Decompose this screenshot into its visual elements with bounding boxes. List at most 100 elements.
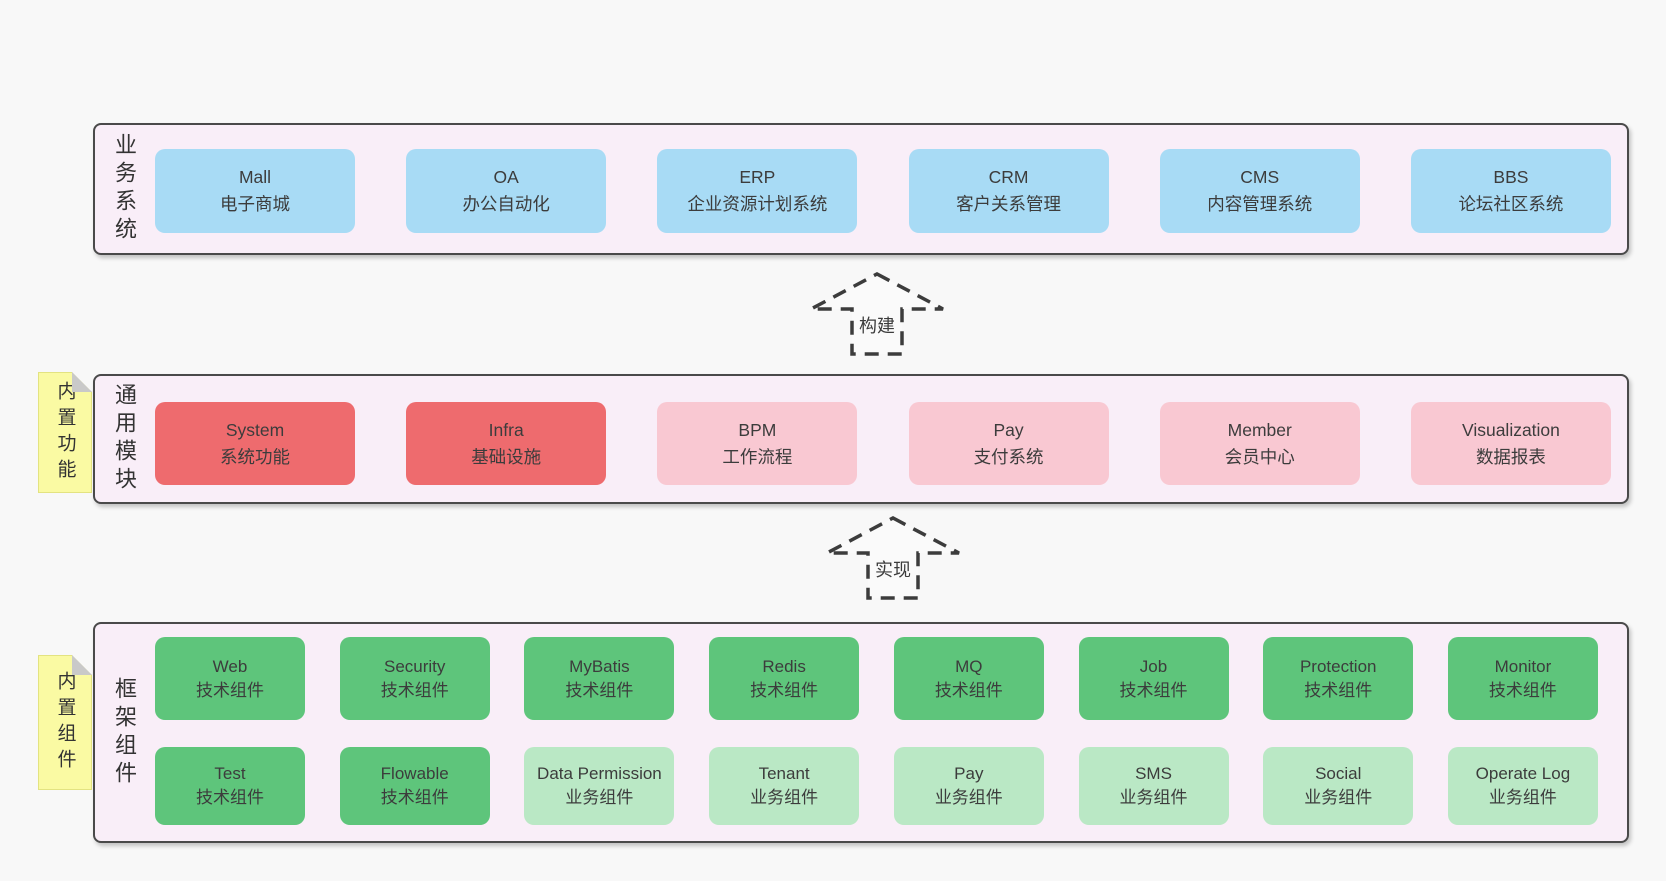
box-title: Monitor xyxy=(1494,656,1552,676)
box-subtitle: 业务组件 xyxy=(565,788,634,807)
box-subtitle: 技术组件 xyxy=(196,680,264,700)
box-data-permission: Data Permission 业务组件 xyxy=(524,747,675,825)
box-title: OA xyxy=(493,167,519,187)
box-member: Member 会员中心 xyxy=(1159,402,1360,485)
box-job: Job 技术组件 xyxy=(1078,637,1229,720)
components-box-row-2: Test 技术组件 Flowable 技术组件 Data Permission … xyxy=(155,747,1598,825)
box-title: SMS xyxy=(1135,764,1172,783)
box-subtitle: 技术组件 xyxy=(380,788,449,807)
framework-components-panel: 框架组件 Web 技术组件 Security 技术组件 MyBatis 技术组件… xyxy=(93,622,1629,843)
box-subtitle: 内容管理系统 xyxy=(1207,194,1313,214)
box-web: Web 技术组件 xyxy=(155,637,305,720)
box-infra: Infra 基础设施 xyxy=(406,402,607,485)
box-title: Flowable xyxy=(380,764,449,783)
box-title: Member xyxy=(1227,419,1292,440)
arrow-label-implement: 实现 xyxy=(875,560,911,580)
common-modules-panel: 通用模块 System 系统功能 Infra 基础设施 BPM 工作流程 Pay… xyxy=(93,374,1629,504)
box-subtitle: 支付系统 xyxy=(973,446,1044,467)
box-subtitle: 论坛社区系统 xyxy=(1458,194,1564,214)
box-crm: CRM 客户关系管理 xyxy=(908,149,1109,233)
sticky-note-builtin-features: 内置功能 xyxy=(38,372,92,493)
business-box-row: Mall 电子商城 OA 办公自动化 ERP 企业资源计划系统 CRM 客户关系… xyxy=(155,149,1611,233)
box-title: Pay xyxy=(993,419,1024,440)
sticky-note-label: 内置组件 xyxy=(54,670,76,775)
box-title: Redis xyxy=(762,656,806,676)
box-subtitle: 技术组件 xyxy=(1304,680,1373,700)
modules-box-row: System 系统功能 Infra 基础设施 BPM 工作流程 Pay 支付系统… xyxy=(155,402,1611,485)
box-title: Job xyxy=(1139,656,1168,676)
panel-label-business-systems: 业务系统 xyxy=(112,133,137,245)
box-title: Social xyxy=(1315,764,1362,783)
box-title: Mall xyxy=(238,167,272,187)
box-bbs: BBS 论坛社区系统 xyxy=(1410,149,1611,233)
box-subtitle: 数据报表 xyxy=(1475,446,1546,467)
box-title: Protection xyxy=(1299,656,1377,676)
build-arrow-icon: 构建 xyxy=(807,270,947,358)
arrow-label-build: 构建 xyxy=(859,316,895,336)
box-pay-component: Pay 业务组件 xyxy=(893,747,1044,825)
box-subtitle: 业务组件 xyxy=(750,788,819,807)
box-title: Test xyxy=(214,764,246,783)
box-subtitle: 技术组件 xyxy=(750,680,819,700)
box-title: Web xyxy=(212,656,248,676)
box-subtitle: 技术组件 xyxy=(1119,680,1188,700)
box-subtitle: 电子商城 xyxy=(220,194,290,214)
box-oa: OA 办公自动化 xyxy=(406,149,607,233)
box-cms: CMS 内容管理系统 xyxy=(1159,149,1360,233)
components-box-row-1: Web 技术组件 Security 技术组件 MyBatis 技术组件 Redi… xyxy=(155,637,1598,720)
box-monitor: Monitor 技术组件 xyxy=(1447,637,1598,720)
box-subtitle: 工作流程 xyxy=(722,446,793,467)
box-title: MQ xyxy=(955,656,983,676)
box-subtitle: 办公自动化 xyxy=(462,194,550,214)
box-bpm: BPM 工作流程 xyxy=(657,402,858,485)
box-subtitle: 业务组件 xyxy=(1304,788,1373,807)
box-title: Security xyxy=(383,656,446,676)
box-operate-log: Operate Log 业务组件 xyxy=(1447,747,1598,825)
box-subtitle: 基础设施 xyxy=(471,446,542,467)
box-title: Tenant xyxy=(758,764,810,783)
box-subtitle: 技术组件 xyxy=(1488,680,1557,700)
box-title: BBS xyxy=(1493,167,1529,187)
box-title: ERP xyxy=(739,167,776,187)
box-redis: Redis 技术组件 xyxy=(709,637,860,720)
box-subtitle: 业务组件 xyxy=(1488,788,1557,807)
box-social: Social 业务组件 xyxy=(1263,747,1414,825)
box-tenant: Tenant 业务组件 xyxy=(709,747,860,825)
box-subtitle: 系统功能 xyxy=(220,446,290,467)
box-subtitle: 技术组件 xyxy=(934,680,1003,700)
box-title: Pay xyxy=(954,764,984,783)
box-erp: ERP 企业资源计划系统 xyxy=(657,149,858,233)
box-subtitle: 技术组件 xyxy=(380,680,449,700)
box-pay-module: Pay 支付系统 xyxy=(908,402,1109,485)
box-system: System 系统功能 xyxy=(155,402,355,485)
box-subtitle: 会员中心 xyxy=(1224,446,1295,467)
box-test: Test 技术组件 xyxy=(155,747,305,825)
box-title: CMS xyxy=(1240,167,1280,187)
panel-label-common-modules: 通用模块 xyxy=(112,383,137,495)
box-title: System xyxy=(225,419,285,440)
box-title: BPM xyxy=(738,419,777,440)
business-systems-panel: 业务系统 Mall 电子商城 OA 办公自动化 ERP 企业资源计划系统 CRM… xyxy=(93,123,1629,255)
box-mybatis: MyBatis 技术组件 xyxy=(524,637,675,720)
implement-arrow-icon: 实现 xyxy=(823,514,963,602)
panel-label-framework-components: 框架组件 xyxy=(112,676,137,789)
sticky-note-label: 内置功能 xyxy=(54,380,76,485)
box-subtitle: 技术组件 xyxy=(196,788,264,807)
box-title: CRM xyxy=(988,167,1029,187)
box-subtitle: 业务组件 xyxy=(1119,788,1188,807)
box-title: MyBatis xyxy=(569,656,630,676)
box-subtitle: 客户关系管理 xyxy=(956,194,1062,214)
box-subtitle: 技术组件 xyxy=(565,680,634,700)
box-subtitle: 企业资源计划系统 xyxy=(687,194,828,214)
box-title: Data Permission xyxy=(537,764,662,783)
box-title: Visualization xyxy=(1461,419,1560,440)
sticky-note-builtin-components: 内置组件 xyxy=(38,655,92,790)
box-visualization: Visualization 数据报表 xyxy=(1410,402,1611,485)
box-flowable: Flowable 技术组件 xyxy=(339,747,490,825)
box-sms: SMS 业务组件 xyxy=(1078,747,1229,825)
box-subtitle: 业务组件 xyxy=(934,788,1003,807)
box-mall: Mall 电子商城 xyxy=(155,149,355,233)
box-security: Security 技术组件 xyxy=(339,637,490,720)
box-mq: MQ 技术组件 xyxy=(893,637,1044,720)
